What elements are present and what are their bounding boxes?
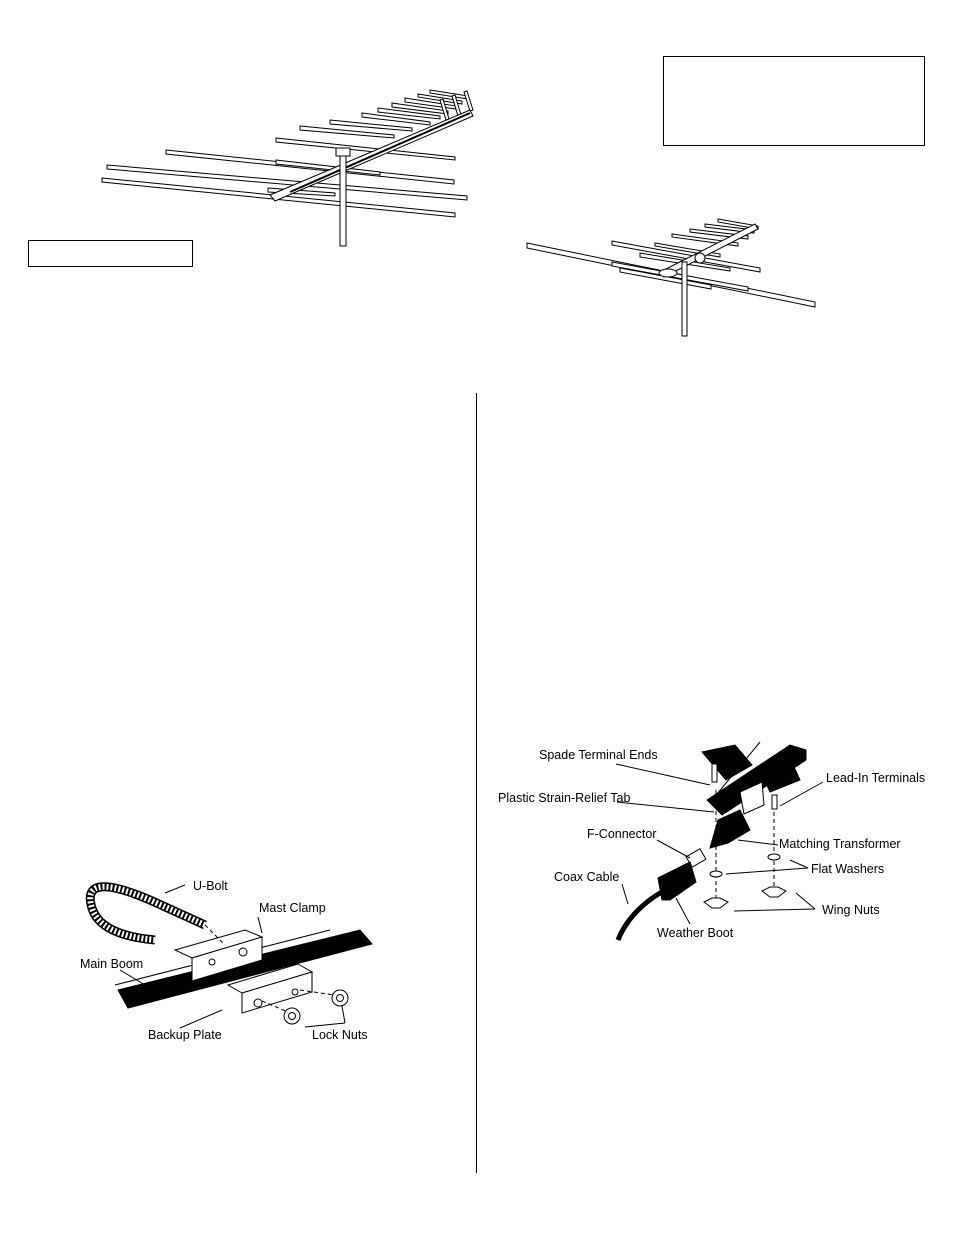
coax-cable-label: Coax Cable [554,870,619,884]
spade-terminal-ends-label: Spade Terminal Ends [539,748,658,762]
connection-diagram [615,741,824,941]
weather-boot-label: Weather Boot [657,926,734,940]
lock-nuts-label: Lock Nuts [312,1028,368,1042]
model-label-box-large [663,56,925,146]
u-bolt-label: U-Bolt [193,879,228,893]
large-antenna-illustration [101,89,474,247]
strain-relief-tab-label: Plastic Strain-Relief Tab [498,791,631,805]
f-connector-label: F-Connector [587,827,656,841]
mast-clamp-diagram [85,882,373,1029]
matching-transformer-label: Matching Transformer [779,837,901,851]
lead-in-terminals-label: Lead-In Terminals [826,771,925,785]
main-boom-label: Main Boom [80,957,143,971]
backup-plate-label: Backup Plate [148,1028,222,1042]
wing-nuts-label: Wing Nuts [822,903,880,917]
flat-washers-label: Flat Washers [811,862,884,876]
model-label-box-small [28,240,193,267]
column-divider [476,393,477,1173]
small-antenna-illustration [526,218,816,337]
mast-clamp-label: Mast Clamp [259,901,326,915]
